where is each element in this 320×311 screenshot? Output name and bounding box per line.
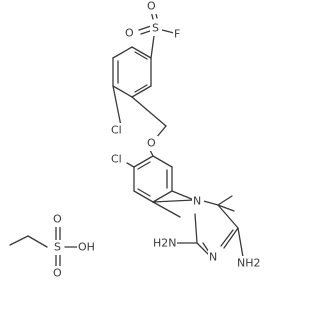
bond <box>152 190 173 203</box>
hydroxyl-label: OH <box>78 241 95 254</box>
bonds <box>9 5 244 267</box>
bond <box>9 235 29 246</box>
bond <box>112 46 133 59</box>
bond <box>112 85 122 127</box>
bond <box>131 96 167 127</box>
bond <box>223 227 239 249</box>
bond <box>150 35 155 59</box>
bond <box>237 227 244 258</box>
bond <box>134 51 148 60</box>
bond <box>137 161 151 170</box>
amino-label: H2N <box>153 237 177 250</box>
bond <box>131 85 152 98</box>
sulfur-label: S <box>54 241 61 254</box>
bond <box>152 199 195 203</box>
bond <box>161 29 175 34</box>
nitrogen-label: N <box>209 251 217 264</box>
bond <box>112 85 133 98</box>
chlorine-label: Cl <box>111 124 122 137</box>
bond <box>220 229 234 247</box>
oxygen-label: O <box>53 213 62 226</box>
bond <box>194 213 198 244</box>
bond <box>27 235 48 248</box>
nitrogen-label: N <box>193 195 201 208</box>
bond <box>217 204 235 212</box>
bond <box>131 46 152 59</box>
bond <box>133 155 154 168</box>
oxygen-label: O <box>53 267 62 280</box>
atom-labels: S O O F Cl O Cl N N H2N NH2 S O O OH <box>52 0 262 281</box>
fluorine-label: F <box>174 28 180 41</box>
bond <box>217 195 233 206</box>
sulfur-label: S <box>152 22 159 35</box>
bond <box>137 188 151 197</box>
bond <box>138 25 152 31</box>
bond <box>152 201 181 218</box>
chlorine-label: Cl <box>111 153 122 166</box>
bond <box>171 190 195 201</box>
oxygen-label: O <box>147 137 156 150</box>
bond <box>217 204 239 229</box>
amino-label: NH2 <box>237 257 261 270</box>
chemical-structure: S O O F Cl O Cl N N H2N NH2 S O O OH <box>9 0 262 281</box>
bond <box>133 190 154 203</box>
oxygen-label: O <box>147 0 156 13</box>
bond <box>152 155 173 168</box>
bond <box>134 84 148 93</box>
bond <box>126 162 135 168</box>
oxygen-label: O <box>125 27 134 40</box>
